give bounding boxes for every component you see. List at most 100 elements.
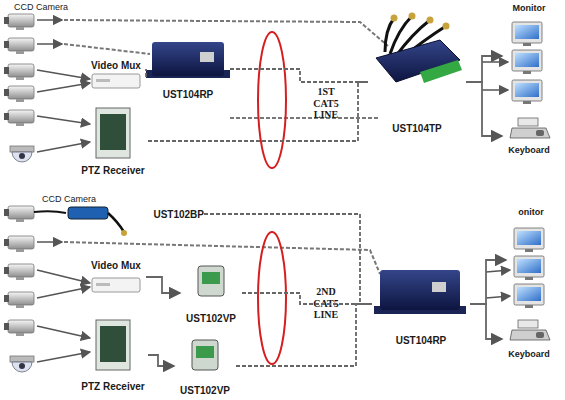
monitor <box>512 22 542 46</box>
ptz-receiver-unit <box>96 320 130 370</box>
device-label: Video Mux <box>91 60 141 71</box>
video-mux-unit <box>92 74 140 88</box>
device-label: Keyboard <box>508 146 550 156</box>
ptz-keyboard <box>510 118 550 138</box>
terminal-block <box>420 60 462 83</box>
device-label: UST102VP <box>180 385 230 396</box>
device-node: UST104RP <box>146 38 230 100</box>
bnc-plug <box>409 13 416 20</box>
signal-arrow <box>37 287 90 298</box>
bnc-plug <box>391 15 398 22</box>
cable-connector <box>146 277 180 293</box>
terminal-block <box>202 272 220 284</box>
ccd-camera <box>4 264 34 280</box>
signal-arrow <box>486 296 510 298</box>
highlight-ellipse <box>258 232 286 364</box>
ccd-camera <box>4 292 34 308</box>
ptz-camera <box>10 356 34 372</box>
line-label: 1ST CAT5 LINE <box>304 86 348 121</box>
signal-arrow <box>37 70 90 79</box>
cable-connector <box>148 355 174 366</box>
signal-arrow <box>37 116 90 124</box>
cable-connector <box>145 69 147 77</box>
signal-arrow <box>486 270 510 272</box>
rj45-port <box>200 52 214 62</box>
device-label: UST104TP <box>392 123 441 134</box>
balun-lead <box>108 213 124 232</box>
cable-connector <box>466 56 502 82</box>
device-label: UST104RP <box>163 89 214 100</box>
cable-connector <box>148 82 368 141</box>
mux-panel <box>96 79 110 82</box>
ust104rp-unit <box>380 270 460 310</box>
ccd-camera <box>4 320 34 336</box>
cable-connector <box>470 260 506 304</box>
signal-arrow <box>37 83 90 92</box>
device-label: PTZ Receiver <box>81 381 144 392</box>
twisted-pair <box>64 44 150 54</box>
device-label: Monitor <box>513 4 546 14</box>
device-node: Keyboard <box>502 318 556 360</box>
device-label: onitor <box>518 208 544 218</box>
monitor <box>512 80 542 104</box>
device-node: onitor <box>506 208 556 312</box>
ptz-receiver-unit <box>96 108 130 158</box>
mux-panel <box>96 283 110 286</box>
ccd-camera <box>4 110 34 126</box>
device-node: PTZ Receiver <box>78 106 148 176</box>
monitor <box>514 256 544 280</box>
cable-connector <box>242 293 372 304</box>
line-label: 2ND CAT5 LINE <box>304 286 348 321</box>
device-node: UST102BP <box>64 202 204 226</box>
cable-connector <box>470 304 502 339</box>
device-node: UST102VP <box>180 262 242 324</box>
ccd-camera <box>4 236 34 252</box>
signal-arrow <box>37 142 90 152</box>
terminal-block <box>196 346 214 358</box>
monitor <box>514 284 544 308</box>
signal-arrow <box>37 43 62 45</box>
twisted-pair <box>230 117 380 119</box>
bnc-plug <box>443 23 450 30</box>
ust104tp-unit <box>376 40 460 82</box>
bnc-plug <box>121 230 127 236</box>
camera-label: CCD Camera <box>6 2 76 12</box>
signal-arrow <box>37 241 62 243</box>
device-node: UST102VP <box>174 336 236 396</box>
device-label: Video Mux <box>91 260 141 271</box>
device-label: UST102BP <box>153 209 204 220</box>
rj45-port <box>432 282 446 292</box>
cable-connector <box>204 214 372 304</box>
ptz-keyboard <box>510 320 550 340</box>
monitor <box>512 50 542 74</box>
device-node: Keyboard <box>502 116 556 156</box>
device-node: Video Mux <box>86 60 146 94</box>
device-node: Monitor <box>502 4 556 108</box>
ptz-board <box>100 114 126 150</box>
monitor <box>514 228 544 252</box>
device-label: Keyboard <box>508 350 550 360</box>
ust102vp-unit <box>192 340 218 370</box>
ccd-camera <box>4 38 34 54</box>
ptz-board <box>100 326 126 362</box>
ccd-camera <box>4 86 34 102</box>
signal-arrow <box>37 19 62 21</box>
ccd-camera <box>4 14 34 30</box>
cable-connector <box>236 304 372 366</box>
highlight-ellipse <box>258 32 286 168</box>
device-label: UST104RP <box>396 335 447 346</box>
ust104rp-unit <box>152 42 224 76</box>
signal-arrow <box>37 352 90 362</box>
video-mux-unit <box>92 278 140 292</box>
device-label: UST102VP <box>186 313 236 324</box>
device-label: PTZ Receiver <box>81 165 144 176</box>
cable-connector <box>466 82 502 136</box>
camera-label: CCD Camera <box>34 194 104 204</box>
device-node: Video Mux <box>86 260 146 294</box>
signal-arrow <box>482 89 508 91</box>
twisted-pair <box>64 20 388 46</box>
camera-cable <box>34 211 66 213</box>
ust102bp-balun <box>68 207 108 219</box>
ccd-camera <box>4 206 34 222</box>
signal-arrow <box>37 326 90 338</box>
